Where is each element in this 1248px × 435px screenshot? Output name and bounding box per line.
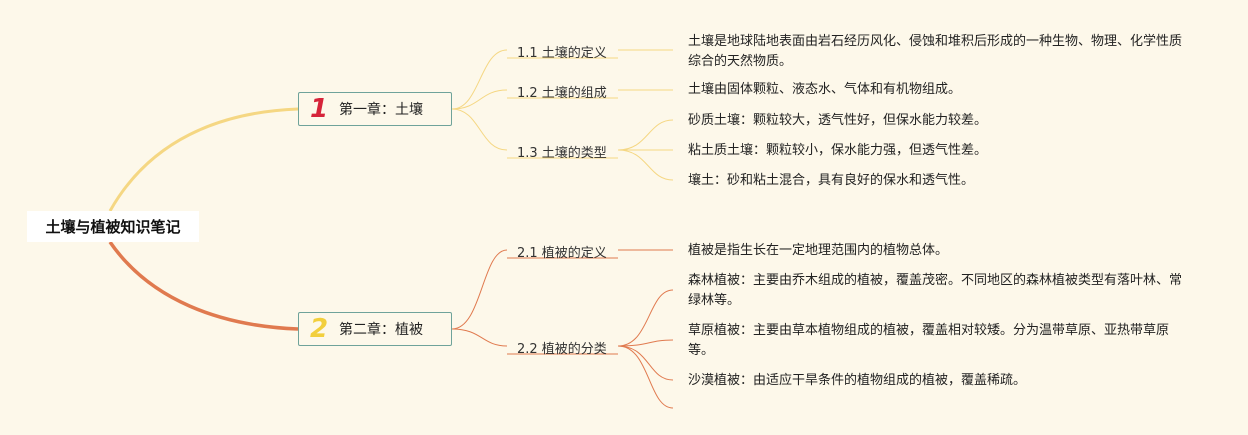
leaf-node[interactable]: 森林植被：主要由乔木组成的植被，覆盖茂密。不同地区的森林植被类型有落叶林、常绿林… <box>688 273 1183 308</box>
root-title: 土壤与植被知识笔记 <box>45 218 181 236</box>
leaf-node[interactable]: 砂质土壤：颗粒较大，透气性好，但保水能力较差。 <box>688 113 988 128</box>
leaf-node[interactable]: 土壤由固体颗粒、液态水、气体和有机物组成。 <box>688 82 962 97</box>
leaf-node[interactable]: 沙漠植被：由适应干旱条件的植物组成的植被，覆盖稀疏。 <box>688 373 1027 388</box>
link-s22-leaf3 <box>617 345 674 381</box>
chapter-node-2[interactable]: 2 第二章：植被 <box>298 312 452 346</box>
link-ch1-s12 <box>451 89 508 110</box>
link-s13-leaf1 <box>617 119 674 151</box>
section-node-1-3[interactable]: 1.3 土壤的类型 <box>517 146 607 161</box>
leaf-node[interactable]: 植被是指生长在一定地理范围内的植物总体。 <box>688 243 949 258</box>
link-root-ch1 <box>108 107 299 212</box>
leaf-node[interactable]: 草原植被：主要由草本植物组成的植被，覆盖相对较矮。分为温带草原、亚热带草原等。 <box>688 323 1170 358</box>
section-node-1-1[interactable]: 1.1 土壤的定义 <box>517 46 607 61</box>
leaf-node[interactable]: 土壤是地球陆地表面由岩石经历风化、侵蚀和堆积后形成的一种生物、物理、化学性质综合… <box>688 34 1183 69</box>
link-s22-leaf1 <box>617 289 674 347</box>
section-node-2-2[interactable]: 2.2 植被的分类 <box>517 342 607 357</box>
link-s22-leaf4 <box>617 345 674 409</box>
link-root-ch2 <box>108 241 299 331</box>
link-s13-leaf3 <box>617 149 674 181</box>
link-ch1-s13 <box>451 108 508 151</box>
number-badge-icon: 2 <box>309 314 329 344</box>
leaf-node[interactable]: 壤土：砂和粘土混合，具有良好的保水和透气性。 <box>688 173 975 188</box>
chapter-node-1[interactable]: 1 第一章：土壤 <box>298 92 452 126</box>
number-badge-icon: 1 <box>309 94 329 124</box>
link-ch2-s21 <box>451 249 508 330</box>
link-s22-leaf2 <box>617 339 674 347</box>
link-ch2-s22 <box>451 328 508 347</box>
root-node[interactable]: 土壤与植被知识笔记 <box>27 211 199 242</box>
link-ch1-s11 <box>451 49 508 110</box>
leaf-node[interactable]: 粘土质土壤：颗粒较小，保水能力强，但透气性差。 <box>688 143 988 158</box>
section-node-1-2[interactable]: 1.2 土壤的组成 <box>517 86 607 101</box>
chapter-label: 第二章：植被 <box>339 322 423 338</box>
section-node-2-1[interactable]: 2.1 植被的定义 <box>517 246 607 261</box>
chapter-label: 第一章：土壤 <box>339 102 423 118</box>
